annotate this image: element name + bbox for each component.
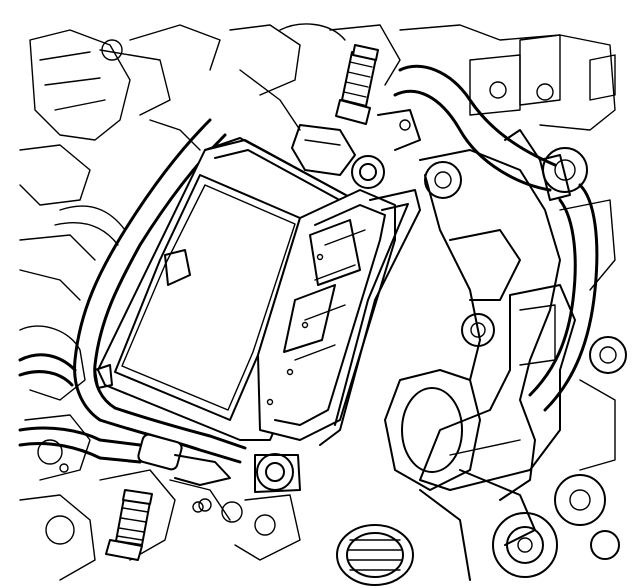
pulley: [336, 489, 558, 586]
hose: [393, 64, 599, 412]
pivot-nut: [254, 124, 385, 493]
mounting-bracket: [384, 147, 588, 546]
wiring-harness: [18, 118, 247, 486]
tensioner-arm: [419, 284, 576, 491]
misc-fittings: [59, 109, 421, 561]
upper-mounting-bolt: [335, 44, 379, 125]
engine-block-background: [19, 23, 627, 581]
module-connector: [257, 189, 421, 446]
lower-mounting-bolt: [105, 489, 153, 561]
